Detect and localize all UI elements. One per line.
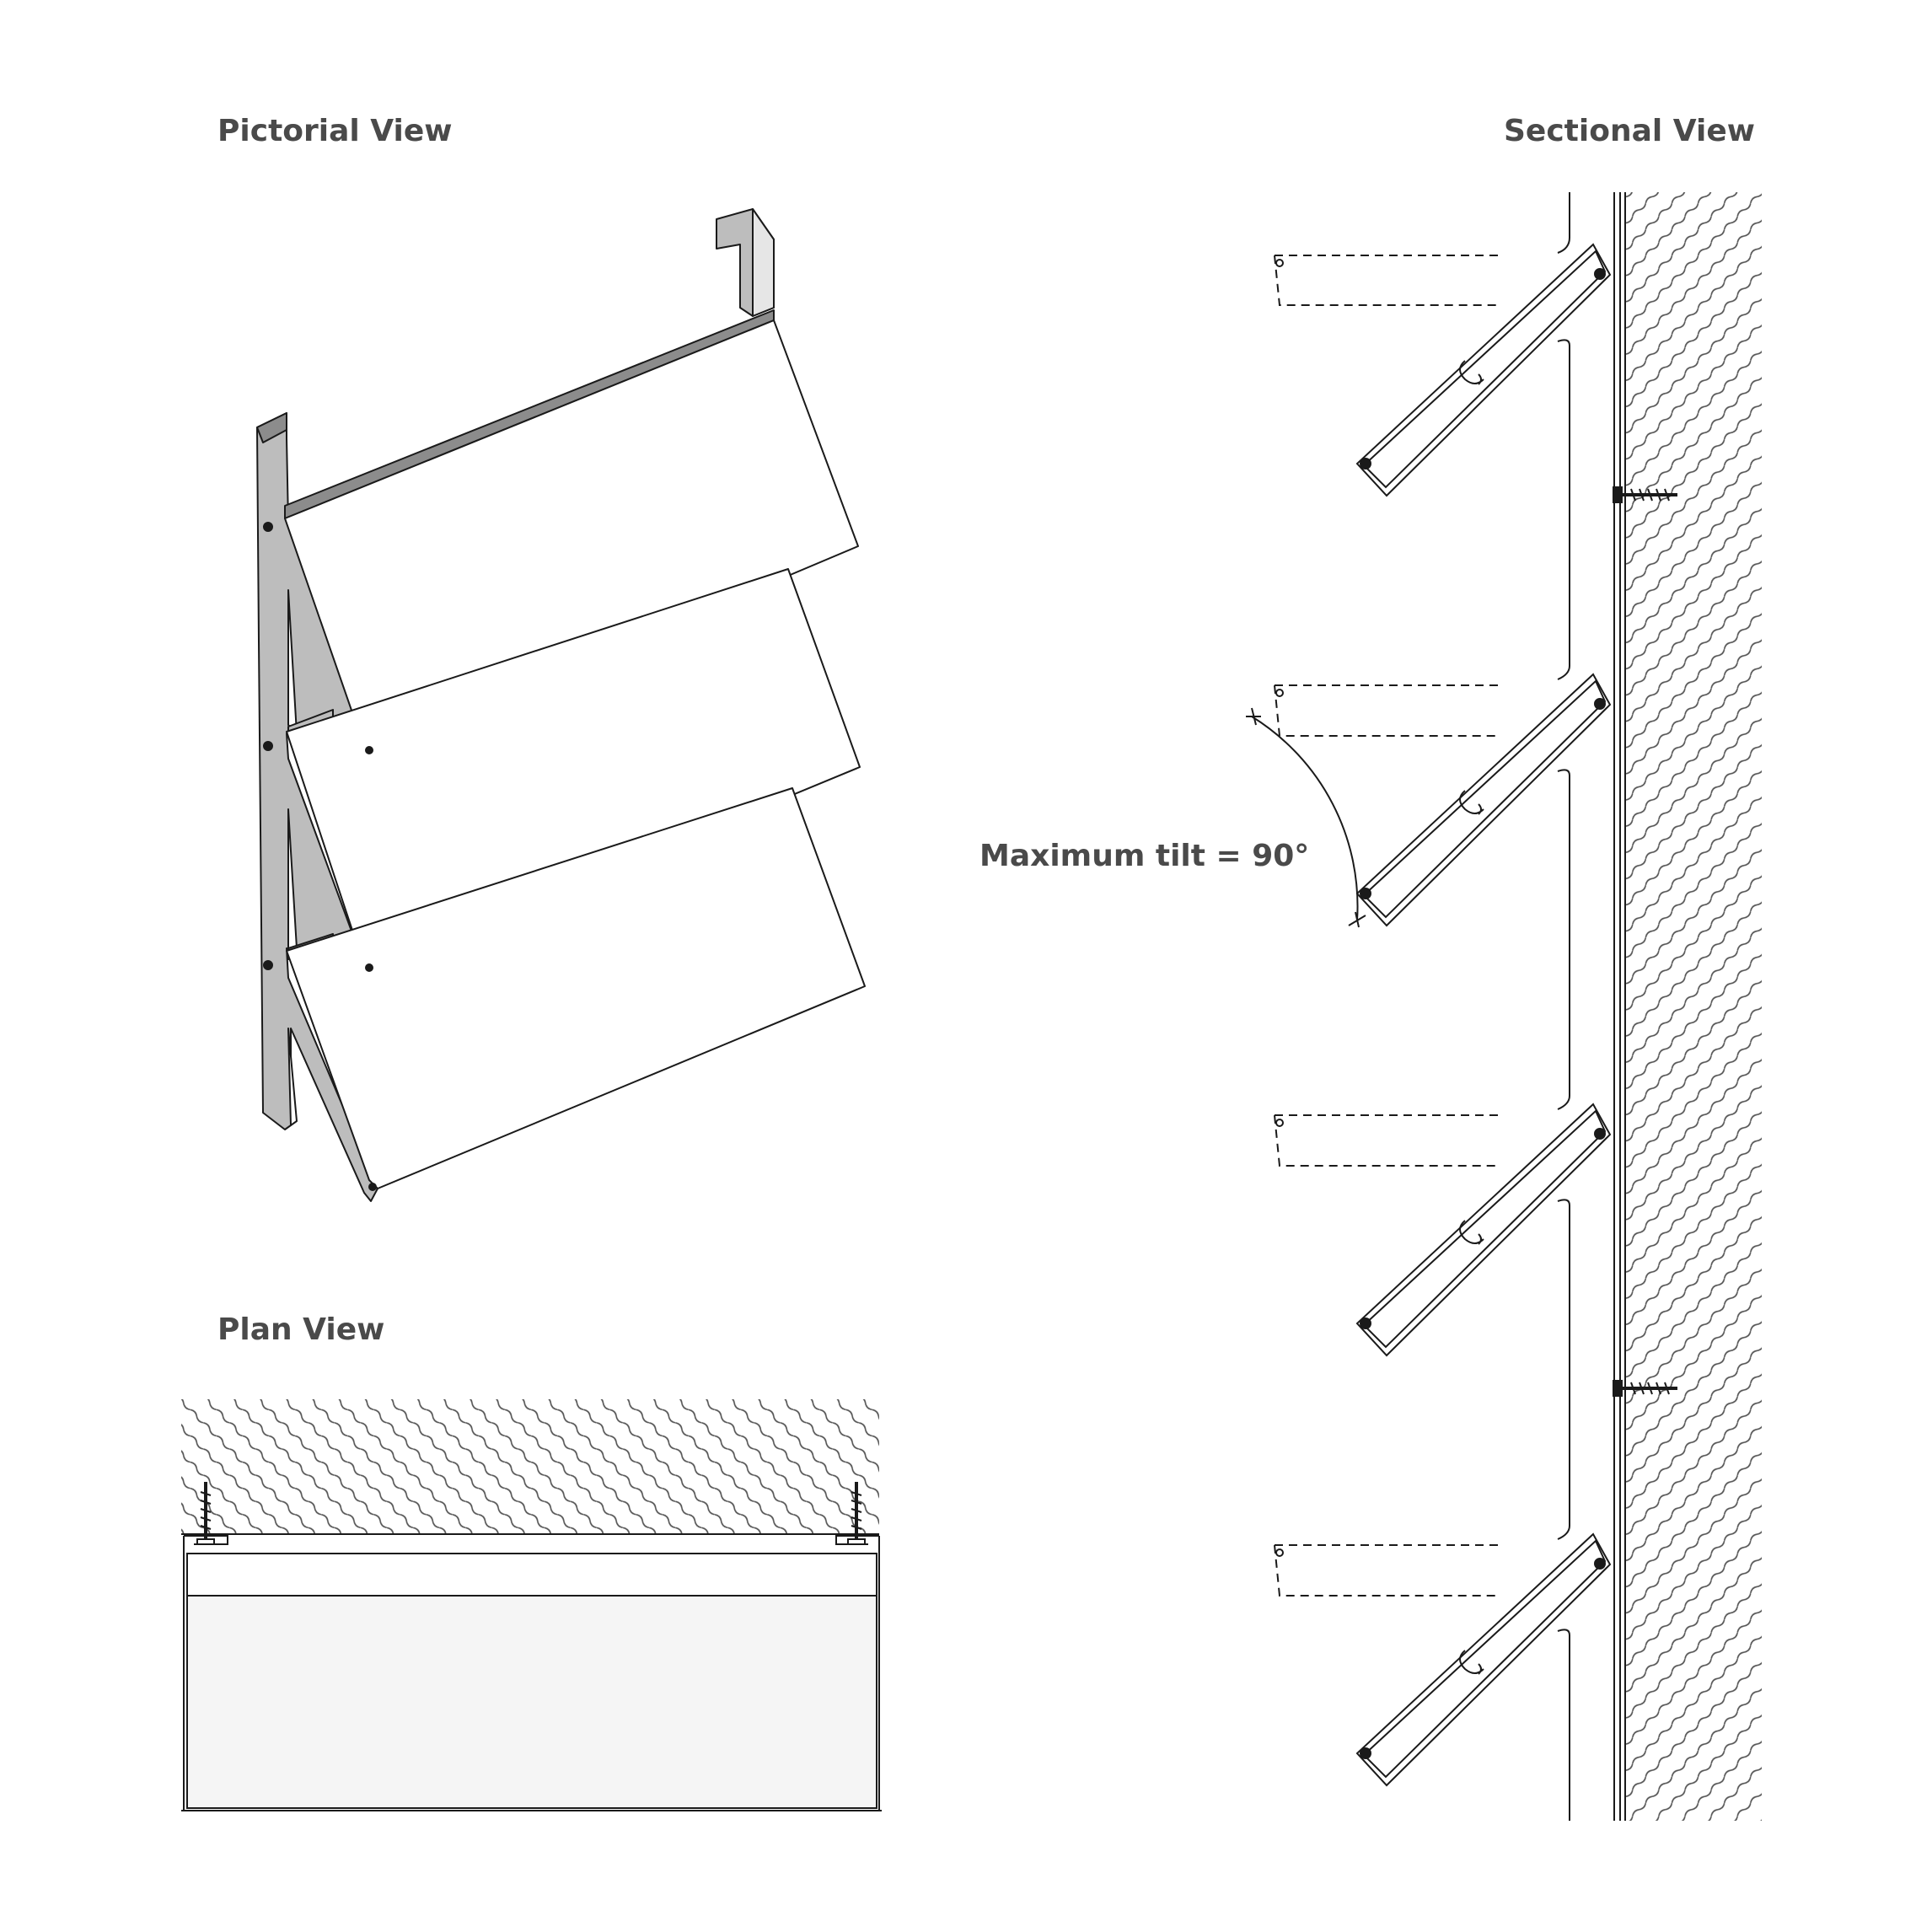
plan-wall-hatch [181,1399,879,1534]
plan-bracket-left [183,1535,228,1573]
section-wall-hatch [1625,192,1762,1821]
bracket-hole-3 [263,960,273,970]
section-louvre-2 [1274,673,1612,927]
front-bracket-flange [256,412,287,443]
section-louvre-4 [1274,1532,1612,1787]
section-screw-top [1613,486,1677,503]
bracket-slot-3 [287,1028,298,1126]
max-tilt-arc [1246,707,1366,928]
rear-upright-face [752,208,775,317]
blade-tip-dot [368,1183,377,1191]
louvre-blade-3 [286,787,866,1189]
sectional-view-title: Sectional View [1504,114,1756,148]
plan-view [181,1399,882,1811]
plan-view-title: Plan View [217,1312,385,1347]
section-louvre-3 [1274,1103,1612,1357]
section-screw-bottom [1613,1380,1677,1397]
plan-louvre-edge [186,1553,877,1597]
pictorial-view [256,208,866,1202]
sectional-view [1246,192,1762,1821]
max-tilt-label: Maximum tilt = 90° [979,839,1310,873]
plan-bracket-right [835,1535,880,1573]
bracket-hole-2 [263,741,273,751]
blade-tip-dot [365,746,373,754]
plan-screw-left [196,1482,215,1545]
pictorial-view-title: Pictorial View [217,114,453,148]
bracket-hole-1 [263,522,273,532]
section-bracket-spine [1557,192,1570,1821]
section-louvre-1 [1274,243,1612,497]
blade-tip-dot [365,963,373,972]
